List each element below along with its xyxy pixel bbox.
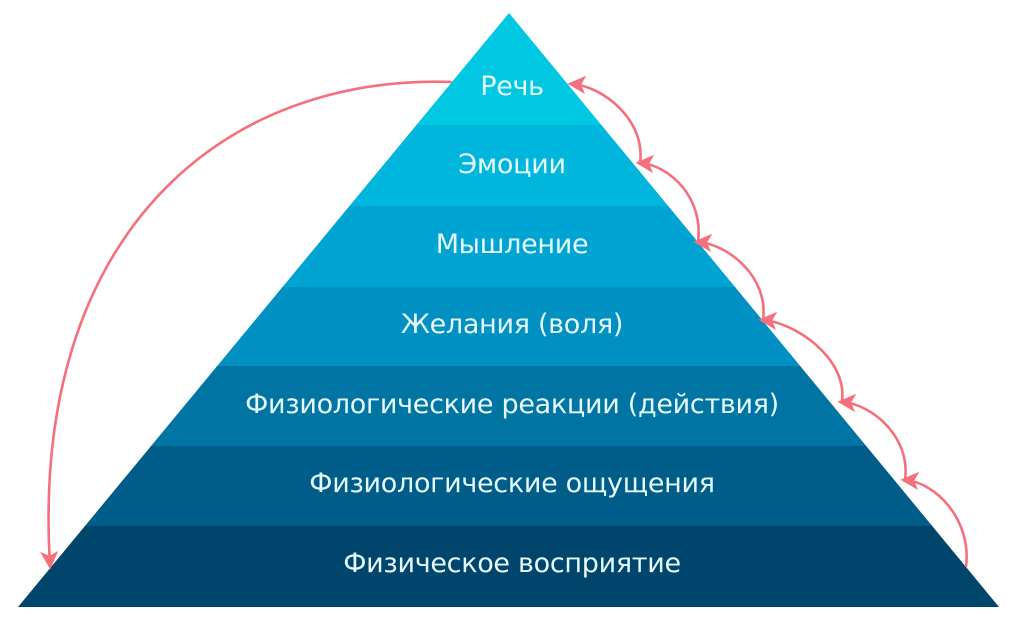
step-up-arrow-icon — [693, 233, 765, 321]
step-up-arrow-icon — [837, 393, 907, 481]
level-label-emotions: Эмоции — [458, 149, 566, 180]
feedback-arrow-icon — [40, 80, 453, 570]
step-up-arrow-icon — [900, 471, 968, 568]
step-up-arrow-icon — [758, 311, 844, 403]
level-band-physical-perception — [18, 526, 999, 607]
step-up-arrow-icon — [635, 154, 700, 243]
level-label-desires: Желания (воля) — [400, 309, 624, 340]
level-band-physiological-sensations — [18, 446, 999, 527]
level-label-speech: Речь — [480, 71, 544, 102]
level-label-physiological-reactions: Физиологические реакции (действия) — [245, 389, 779, 420]
level-label-physical-perception: Физическое восприятие — [343, 548, 681, 579]
level-label-thinking: Мышление — [435, 229, 589, 260]
step-up-arrow-icon — [567, 75, 642, 164]
level-band-speech — [18, 13, 999, 126]
arrows — [40, 75, 968, 570]
level-label-physiological-sensations: Физиологические ощущения — [309, 468, 715, 499]
